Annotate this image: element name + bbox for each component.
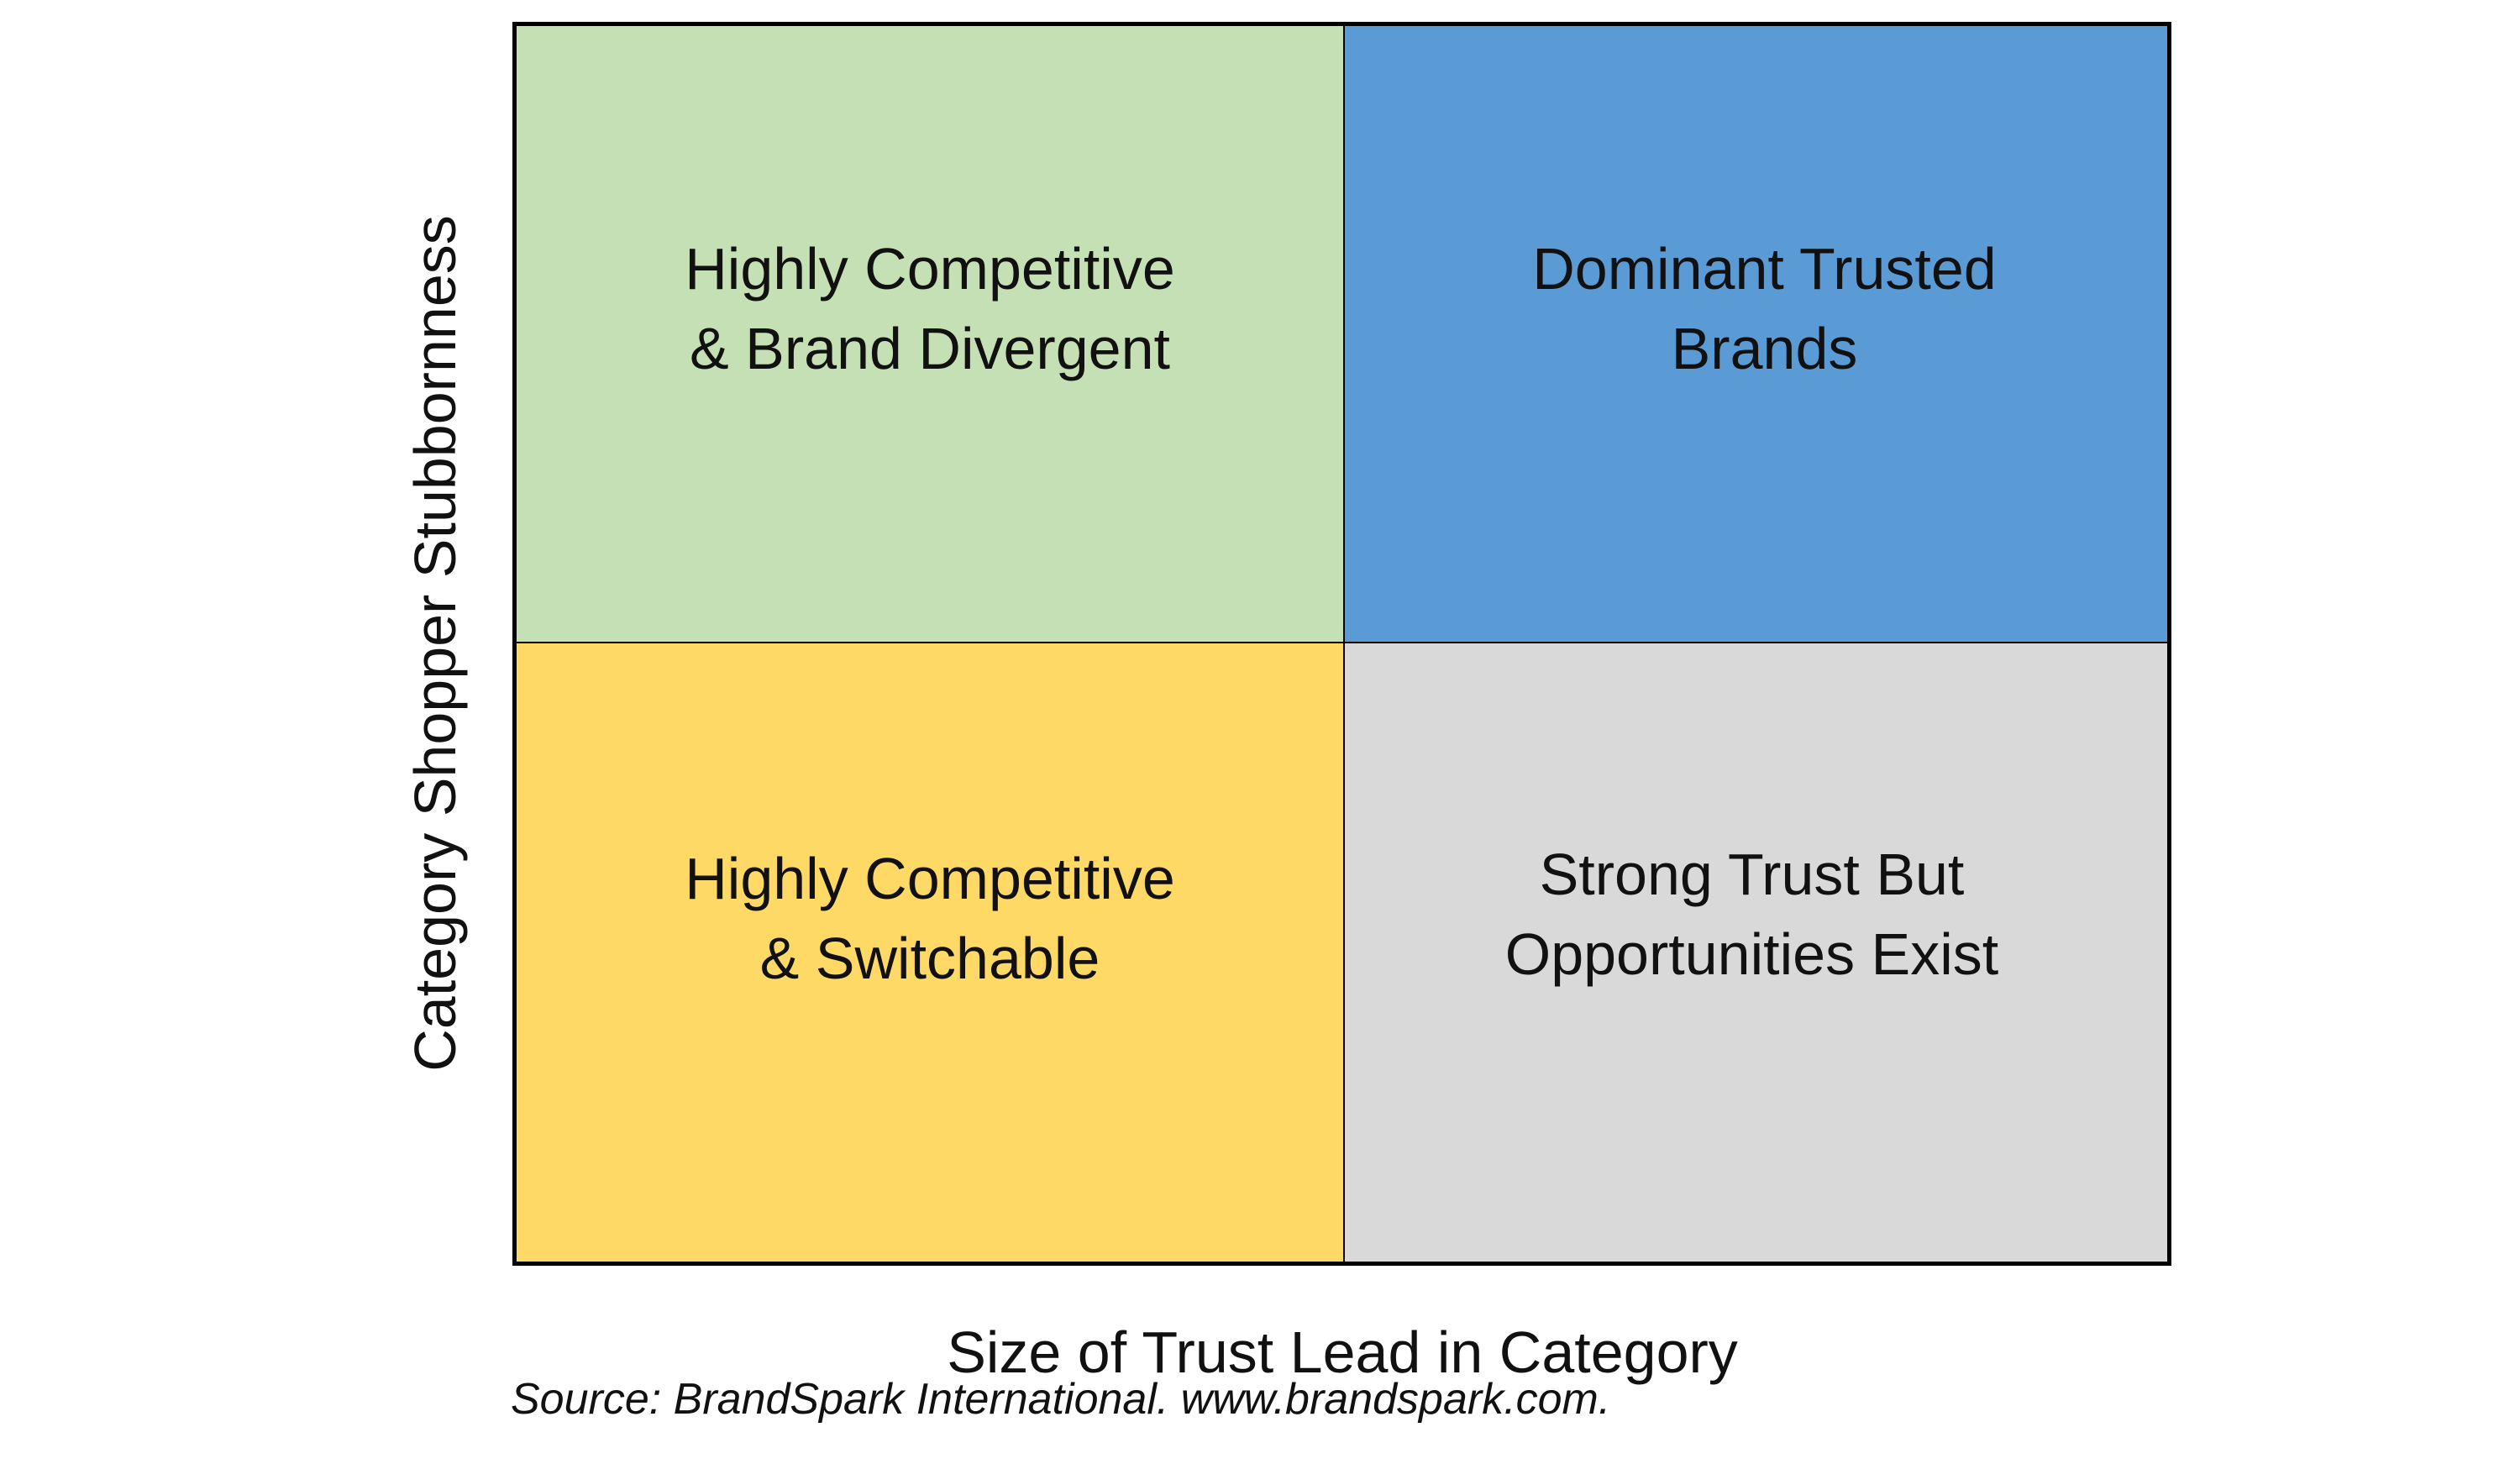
x-axis-label: Size of Trust Lead in Category bbox=[947, 1319, 1738, 1385]
y-axis-label: Category Shopper Stubbornness bbox=[402, 215, 468, 1072]
quadrant-top-left: Highly Competitive & Brand Divergent bbox=[517, 26, 1345, 643]
quadrant-bottom-right: Strong Trust But Opportunities Exist bbox=[1345, 643, 2167, 1262]
source-note: Source: BrandSpark International. www.br… bbox=[511, 1375, 1611, 1424]
quadrant-matrix: Highly Competitive & Brand Divergent Dom… bbox=[512, 22, 2171, 1266]
quadrant-top-right: Dominant Trusted Brands bbox=[1345, 26, 2167, 643]
quadrant-bottom-left-label: Highly Competitive & Switchable bbox=[685, 846, 1175, 991]
quadrant-top-right-label: Dominant Trusted Brands bbox=[1532, 235, 1997, 381]
quadrant-bottom-left: Highly Competitive & Switchable bbox=[517, 643, 1345, 1262]
quadrant-bottom-right-label: Strong Trust But Opportunities Exist bbox=[1504, 842, 1999, 987]
quadrant-top-left-label: Highly Competitive & Brand Divergent bbox=[685, 235, 1175, 381]
